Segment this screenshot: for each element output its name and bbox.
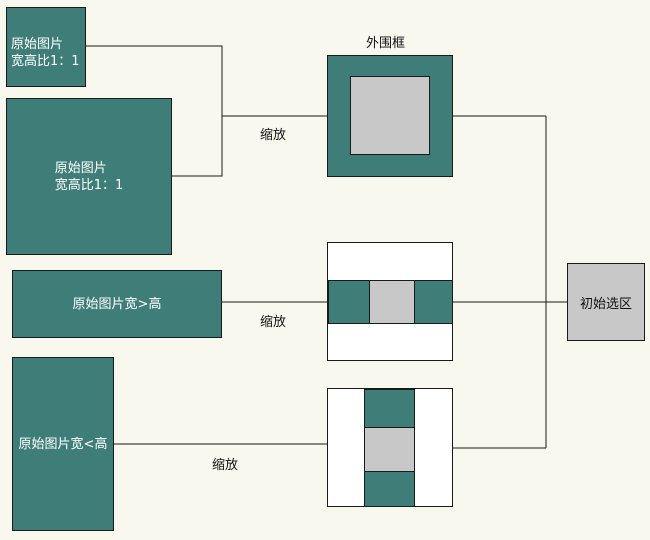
outer-frame-square — [327, 55, 453, 177]
outer-frame-tall — [327, 388, 453, 507]
small-square-line1: 原始图片 — [11, 37, 64, 52]
source-image-large-square: 原始图片 宽高比1：1 — [6, 98, 172, 255]
source-image-tall: 原始图片宽<高 — [12, 357, 114, 531]
large-square-line1: 原始图片 — [54, 160, 107, 176]
source-image-wide: 原始图片宽>高 — [12, 270, 222, 338]
initial-selection-label: 初始选区 — [579, 296, 632, 312]
scale-label-wide: 缩放 — [260, 315, 287, 330]
initial-selection-box: 初始选区 — [567, 263, 645, 341]
small-square-line2: 宽高比1：1 — [11, 54, 80, 69]
connector-square-sources — [86, 45, 223, 177]
selection-tall — [364, 427, 415, 472]
large-square-caption: 原始图片 宽高比1：1 — [55, 160, 124, 194]
tall-band-bottom — [364, 471, 415, 507]
outer-frame-wide — [327, 242, 453, 361]
wide-caption: 原始图片宽>高 — [72, 296, 162, 312]
wide-band-left — [328, 280, 370, 324]
scale-label-square: 缩放 — [260, 128, 287, 143]
large-square-line2: 宽高比1：1 — [54, 177, 124, 193]
wide-band-right — [414, 280, 453, 324]
tall-caption: 原始图片宽<高 — [18, 436, 108, 452]
selection-square — [350, 76, 430, 155]
tall-band-top — [364, 389, 415, 428]
outer-frame-label: 外围框 — [366, 36, 406, 51]
scale-label-tall: 缩放 — [212, 458, 239, 473]
source-image-small-square: 原始图片 宽高比1：1 — [6, 7, 86, 87]
selection-wide — [369, 280, 415, 324]
small-square-caption: 原始图片 宽高比1：1 — [11, 36, 80, 70]
